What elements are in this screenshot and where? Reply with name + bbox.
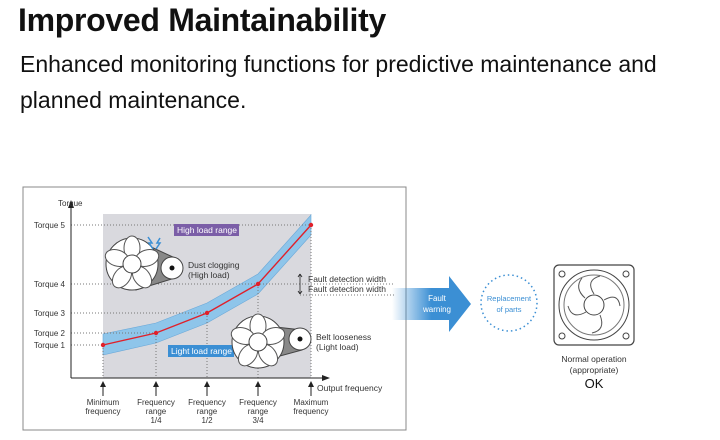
dust-label-2: (High load) <box>188 270 230 280</box>
y-tick-label: Torque 2 <box>34 329 66 338</box>
belt-label-1: Belt looseness <box>316 332 371 342</box>
y-tick-label: Torque 3 <box>34 309 66 318</box>
y-tick-label: Torque 5 <box>34 221 66 230</box>
x-tick-label: frequency <box>85 407 120 416</box>
x-axis-label: Output frequency <box>317 383 383 393</box>
page-subtitle: Enhanced monitoring functions for predic… <box>20 51 657 113</box>
fan-dust-icon <box>102 235 184 292</box>
x-tick-arrow-icon <box>308 381 314 387</box>
light-load-badge <box>168 345 234 357</box>
x-tick-arrow-icon <box>100 381 106 387</box>
curve-point <box>255 281 261 287</box>
fault-warning-arrow-icon <box>392 276 471 332</box>
x-tick-label: frequency <box>293 407 328 416</box>
fan-belt-icon <box>228 313 312 370</box>
curve-point <box>153 330 159 336</box>
curve-point <box>204 310 210 316</box>
fault-width-label-lower: Fault detection width <box>308 284 386 294</box>
x-tick-label: 3/4 <box>252 416 264 425</box>
fault-width-markers <box>297 273 303 295</box>
x-tick-arrow-icon <box>153 381 159 387</box>
x-tick-label: Frequency <box>239 398 277 407</box>
normal-operation-1: Normal operation <box>561 354 626 364</box>
curve-point <box>308 222 314 228</box>
replacement-1: Replacement <box>487 294 532 303</box>
fault-warning-1: Fault <box>428 294 447 303</box>
fault-warning-2: warning <box>422 305 451 314</box>
y-tick-label: Torque 4 <box>34 280 66 289</box>
page-title: Improved Maintainability <box>18 2 386 38</box>
x-tick-label: range <box>146 407 167 416</box>
x-tick-label: 1/2 <box>201 416 213 425</box>
x-tick-label: Frequency <box>137 398 175 407</box>
curve-point <box>100 342 106 348</box>
x-tick-label: range <box>248 407 269 416</box>
cooling-fan-icon <box>553 264 635 346</box>
y-tick-labels: Torque 5 Torque 4 Torque 3 Torque 2 Torque 1 <box>34 221 66 350</box>
ok-label: OK <box>585 376 604 391</box>
x-tick-label: 1/4 <box>150 416 162 425</box>
light-load-label: Light load range <box>171 346 232 356</box>
high-load-badge <box>174 224 239 236</box>
normal-operation-2: (appropriate) <box>570 365 619 375</box>
high-load-label: High load range <box>177 225 237 235</box>
x-tick-labels: MinimumfrequencyFrequencyrange1/4Frequen… <box>85 381 329 425</box>
y-axis-label: Torque <box>58 199 83 208</box>
x-tick-label: Minimum <box>87 398 120 407</box>
x-tick-arrow-icon <box>255 381 261 387</box>
belt-label-2: (Light load) <box>316 342 359 352</box>
y-axis-arrow-icon <box>68 200 74 208</box>
replacement-2: of parts <box>496 305 521 314</box>
y-tick-label: Torque 1 <box>34 341 66 350</box>
dust-label-1: Dust clogging <box>188 260 240 270</box>
x-tick-label: Maximum <box>294 398 329 407</box>
fault-width-label-upper: Fault detection width <box>308 274 386 284</box>
replacement-circle <box>480 274 538 332</box>
x-tick-arrow-icon <box>204 381 210 387</box>
x-axis-arrow-icon <box>322 375 330 381</box>
x-tick-label: range <box>197 407 218 416</box>
x-tick-label: Frequency <box>188 398 226 407</box>
